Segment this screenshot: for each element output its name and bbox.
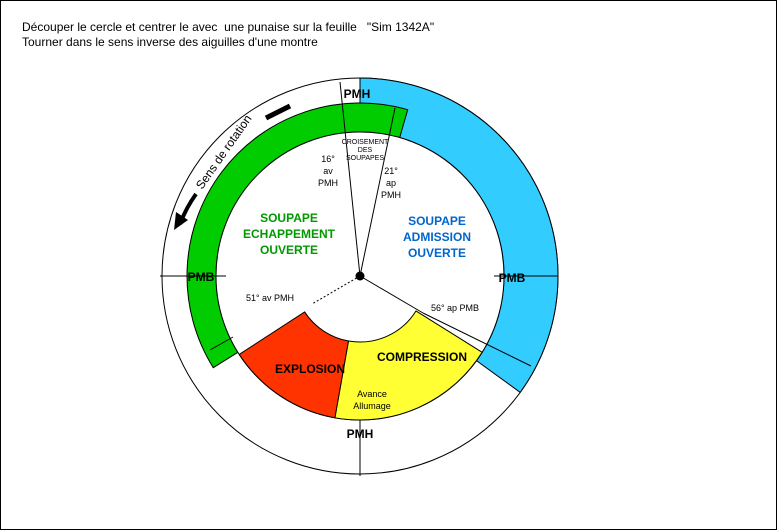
compression-arc: [334, 310, 483, 421]
overlap-label-3: SOUPAPES: [346, 155, 384, 162]
intake-open-line-3: OUVERTE: [408, 246, 466, 260]
instruction-line-2: Tourner dans le sens inverse des aiguill…: [22, 35, 318, 49]
overlap-label-2: DES: [358, 147, 373, 154]
intake-delay-value: 21°: [384, 166, 398, 176]
pmh-top-label: PMH: [344, 87, 371, 101]
exhaust-advance-pmh: PMH: [318, 178, 338, 188]
intake-close-line: [359, 275, 424, 314]
exhaust-open-line-1: SOUPAPE: [260, 211, 318, 225]
exhaust-advance-av: av: [323, 166, 333, 176]
intake-close-line-ext: [422, 312, 532, 367]
exhaust-open-angle: 51° av PMH: [246, 293, 294, 303]
explosion-label: EXPLOSION: [275, 362, 345, 376]
intake-open-line-2: ADMISSION: [403, 230, 471, 244]
intake-open-line-1: SOUPAPE: [408, 214, 466, 228]
pmh-bottom-label: PMH: [347, 427, 374, 441]
overlap-label-1: CROISEMENT: [342, 139, 389, 146]
rotation-dash-icon: [264, 103, 292, 121]
exhaust-open-line-3: OUVERTE: [260, 243, 318, 257]
pmb-right-label: PMB: [499, 271, 526, 285]
exhaust-open-line-2: ECHAPPEMENT: [243, 227, 336, 241]
intake-delay-pmh: PMH: [381, 190, 401, 200]
pmb-left-label: PMB: [188, 270, 215, 284]
exhaust-open-line-ext: [209, 336, 234, 351]
rotation-arrowhead-icon: [174, 212, 188, 230]
instruction-line-1: Découper le cercle et centrer le avec un…: [22, 20, 435, 34]
exhaust-open-line: [311, 275, 361, 305]
exhaust-advance-value: 16°: [321, 154, 335, 164]
intake-open-angle: 56° ap PMB: [431, 303, 479, 313]
instructions: Découper le cercle et centrer le avec un…: [22, 20, 434, 50]
ignition-label-1: Avance: [357, 389, 387, 399]
intake-delay-ap: ap: [386, 178, 396, 188]
ignition-label-2: Allumage: [353, 401, 391, 411]
explosion-arc: [238, 311, 350, 419]
center-pin: [355, 271, 365, 281]
exhaust-close-line: [339, 81, 361, 277]
compression-label: COMPRESSION: [377, 350, 467, 364]
intake-open-line: [359, 107, 396, 277]
